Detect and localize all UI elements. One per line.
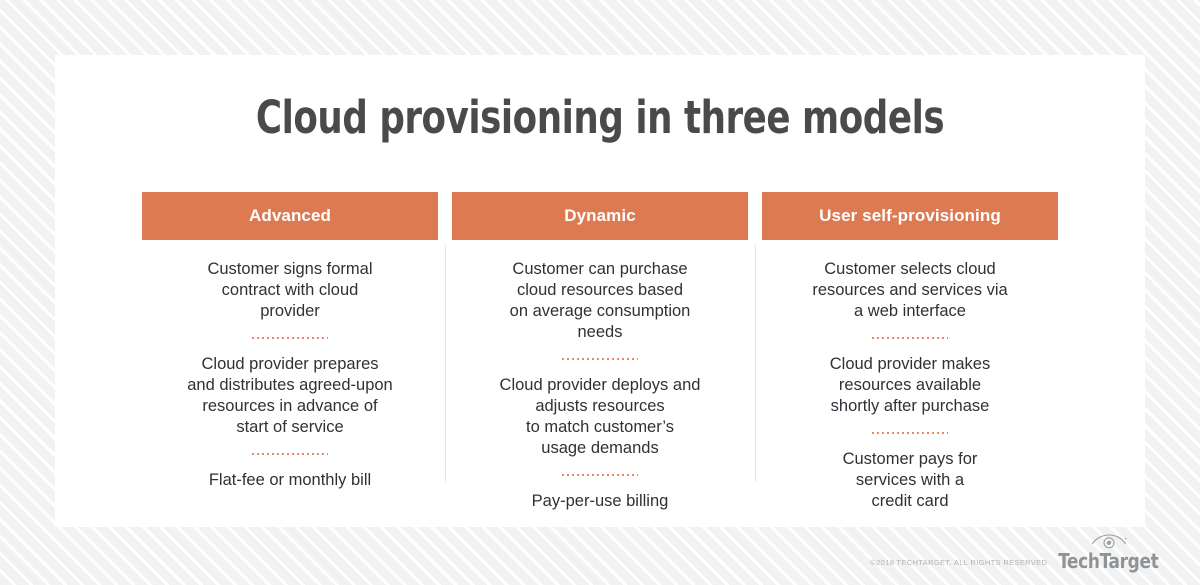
list-item: Cloud provider prepares and distributes … <box>187 355 393 436</box>
list-item: Customer pays for services with a credit… <box>842 450 978 510</box>
column-body-dynamic: Customer can purchase cloud resources ba… <box>452 240 748 512</box>
dotted-divider <box>562 354 638 364</box>
column-body-user-self-provisioning: Customer selects cloud resources and ser… <box>762 240 1058 512</box>
column-advanced: Advanced Customer signs formal contract … <box>135 192 445 491</box>
dotted-divider <box>562 470 638 480</box>
techtarget-logo: TechTarget <box>1055 534 1162 571</box>
list-item: Flat-fee or monthly bill <box>208 471 372 489</box>
dotted-divider <box>252 449 328 459</box>
list-item: Cloud provider deploys and adjusts resou… <box>499 376 701 457</box>
column-header-advanced: Advanced <box>142 192 438 240</box>
dotted-divider <box>872 333 948 343</box>
copyright-text: ©2018 TECHTARGET. ALL RIGHTS RESERVED <box>870 558 1048 567</box>
column-body-advanced: Customer signs formal contract with clou… <box>142 240 438 491</box>
dotted-divider <box>252 333 328 343</box>
dotted-divider <box>872 428 948 438</box>
column-dynamic: Dynamic Customer can purchase cloud reso… <box>445 192 755 512</box>
logo-wordmark: TechTarget <box>1058 549 1159 573</box>
list-item: Customer selects cloud resources and ser… <box>812 260 1008 320</box>
column-header-dynamic: Dynamic <box>452 192 748 240</box>
column-header-user-self-provisioning: User self-provisioning <box>762 192 1058 240</box>
column-user-self-provisioning: User self-provisioning Customer selects … <box>755 192 1065 512</box>
eye-icon <box>1091 534 1127 553</box>
list-item: Customer signs formal contract with clou… <box>207 260 373 320</box>
page-title: Cloud provisioning in three models <box>255 91 945 144</box>
list-item: Customer can purchase cloud resources ba… <box>509 260 691 341</box>
content-card: Cloud provisioning in three models Advan… <box>55 55 1145 527</box>
list-item: Pay-per-use billing <box>531 492 669 510</box>
footer: ©2018 TECHTARGET. ALL RIGHTS RESERVED Te… <box>870 534 1162 571</box>
list-item: Cloud provider makes resources available… <box>829 355 991 415</box>
three-column-comparison: Advanced Customer signs formal contract … <box>135 192 1065 512</box>
